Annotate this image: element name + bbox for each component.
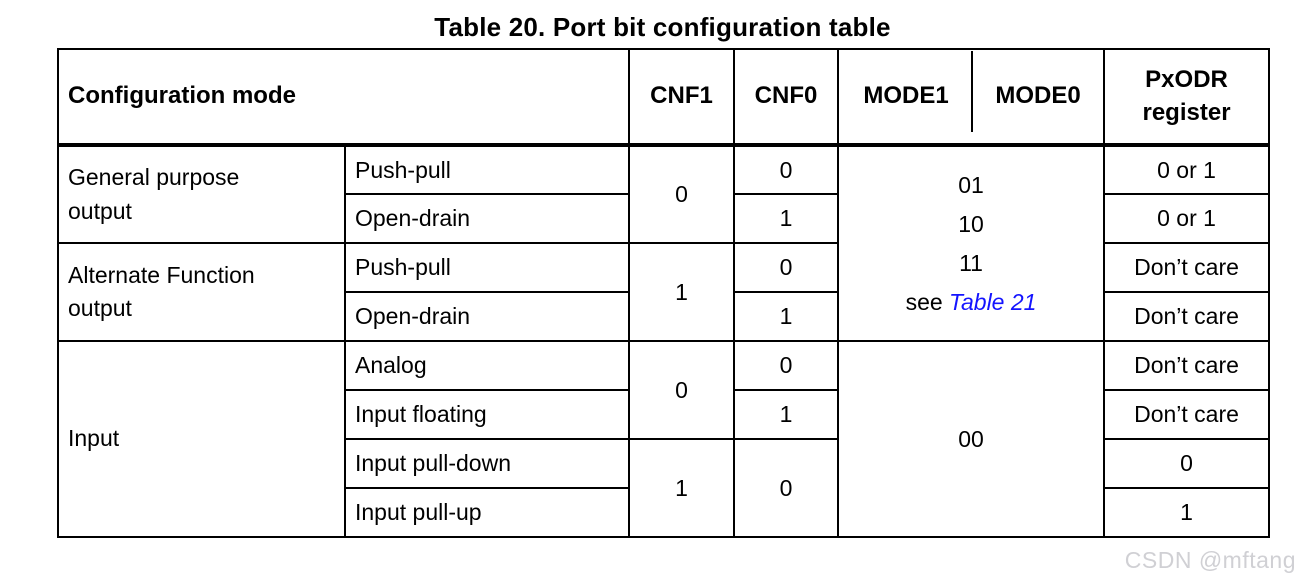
mode-value-line: 10 bbox=[958, 210, 984, 237]
config-mode-input: Input bbox=[57, 340, 346, 538]
port-bit-configuration-table-container: Configuration mode CNF1 CNF0 MODE1 MODE0… bbox=[56, 48, 1271, 538]
pxodr-value: Don’t care bbox=[1103, 242, 1271, 293]
config-mode-label: General purpose output bbox=[68, 164, 240, 224]
pxodr-value: Don’t care bbox=[1103, 340, 1271, 391]
submode-open-drain: Open-drain bbox=[343, 193, 631, 244]
col-header-cnf1: CNF1 bbox=[628, 48, 736, 147]
config-mode-label: Input bbox=[68, 425, 120, 452]
mode-bits-output-cell: 01 10 11 see Table 21 bbox=[837, 144, 1106, 342]
cnf1-value: 1 bbox=[628, 242, 736, 342]
submode-analog: Analog bbox=[343, 340, 631, 391]
mode-value-line: 01 bbox=[958, 171, 984, 198]
submode-open-drain: Open-drain bbox=[343, 291, 631, 342]
cnf1-value: 1 bbox=[628, 438, 736, 538]
col-header-configuration-mode: Configuration mode bbox=[56, 48, 631, 147]
table-row: Open-drain 1 0 or 1 bbox=[58, 193, 1271, 244]
port-bit-configuration-table: Configuration mode CNF1 CNF0 MODE1 MODE0… bbox=[56, 48, 1271, 538]
csdn-watermark: CSDN @mftang bbox=[1124, 547, 1296, 573]
mode-value-line: 11 bbox=[959, 249, 983, 276]
submode-push-pull: Push-pull bbox=[343, 242, 631, 293]
cnf0-value: 1 bbox=[733, 389, 840, 440]
mode-see-line: see Table 21 bbox=[840, 283, 1102, 322]
cnf0-value: 0 bbox=[733, 144, 840, 195]
cnf0-value: 0 bbox=[733, 340, 840, 391]
pxodr-value: 0 or 1 bbox=[1103, 144, 1271, 195]
submode-input-pull-down: Input pull-down bbox=[343, 438, 631, 489]
config-mode-general-purpose-output: General purpose output bbox=[57, 144, 346, 244]
table-row: Input Analog 0 0 00 Don’t care bbox=[57, 340, 1271, 538]
cnf0-value: 0 bbox=[733, 438, 840, 538]
cnf0-value: 1 bbox=[733, 193, 840, 244]
table-caption: Table 20. Port bit configuration table bbox=[434, 12, 891, 42]
table-row: Open-drain 1 Don’t care bbox=[58, 291, 1271, 342]
table-row: Alternate Function output Push-pull 1 0 … bbox=[57, 242, 1271, 342]
header-row: Configuration mode CNF1 CNF0 MODE1 MODE0… bbox=[56, 48, 1271, 147]
config-mode-label: Alternate Function output bbox=[68, 261, 255, 321]
pxodr-value: 0 bbox=[1103, 438, 1271, 489]
mode-header-divider-line bbox=[971, 51, 973, 132]
cnf0-value: 1 bbox=[733, 291, 840, 342]
config-mode-alternate-function-output: Alternate Function output bbox=[57, 242, 346, 342]
pxodr-value: Don’t care bbox=[1103, 389, 1271, 440]
pxodr-value: 0 or 1 bbox=[1103, 193, 1271, 244]
submode-push-pull: Push-pull bbox=[343, 144, 631, 195]
table-21-link[interactable]: Table 21 bbox=[949, 288, 1037, 315]
pxodr-header-line1: PxODR bbox=[1145, 66, 1228, 94]
col-header-cnf0: CNF0 bbox=[733, 48, 840, 147]
col-header-mode0: MODE0 bbox=[973, 48, 1106, 147]
pxodr-header-line2: register bbox=[1142, 98, 1231, 126]
table-row: Input pull-down 1 0 0 bbox=[58, 438, 1271, 538]
pxodr-value: Don’t care bbox=[1103, 291, 1271, 342]
mode-bits-input-cell: 00 bbox=[837, 340, 1106, 538]
submode-input-floating: Input floating bbox=[343, 389, 631, 440]
cnf0-value: 0 bbox=[733, 242, 840, 293]
col-header-mode1: MODE1 bbox=[837, 48, 974, 147]
col-header-pxodr-register: PxODR register bbox=[1103, 48, 1271, 147]
table-row: General purpose output Push-pull 0 0 01 … bbox=[57, 144, 1271, 342]
submode-input-pull-up: Input pull-up bbox=[343, 487, 631, 538]
cnf1-value: 0 bbox=[628, 144, 736, 244]
pxodr-value: 1 bbox=[1103, 487, 1271, 538]
cnf1-value: 0 bbox=[628, 340, 736, 440]
see-prefix: see bbox=[905, 288, 950, 315]
table-row: Input floating 1 Don’t care bbox=[58, 389, 1271, 440]
table-row: Input pull-up 1 bbox=[58, 487, 1271, 538]
